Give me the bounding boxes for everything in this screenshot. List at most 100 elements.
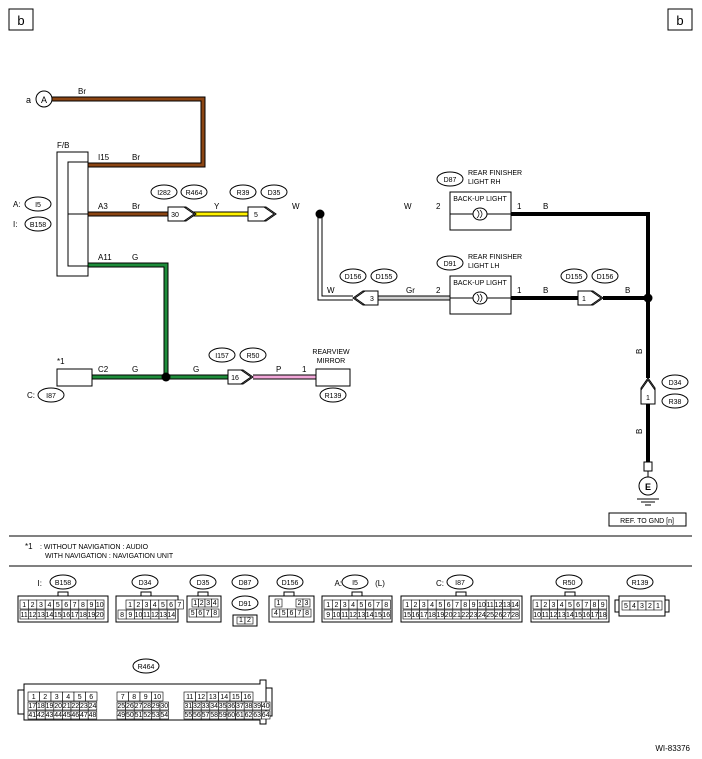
pin-cell <box>87 710 98 720</box>
pin-number: 4 <box>153 602 157 609</box>
label-w-bottom: W <box>327 286 335 295</box>
b158-oval <box>49 574 77 590</box>
svg-text:D155: D155 <box>566 274 583 281</box>
pin-number: 21 <box>63 703 71 710</box>
svg-text:D34: D34 <box>669 380 682 387</box>
label-y: Y <box>214 202 220 211</box>
pin-number: 16 <box>412 612 420 619</box>
svg-text:B158: B158 <box>30 222 46 229</box>
pin-number: 39 <box>253 703 261 710</box>
pin-number: 4 <box>560 602 564 609</box>
pin-cell <box>598 609 608 620</box>
pin-number: 36 <box>227 703 235 710</box>
i87-label: I87 <box>455 580 465 587</box>
pin-number: 5 <box>282 610 286 617</box>
svg-text:: WITHOUT NAVIGATION : AUDIO: : WITHOUT NAVIGATION : AUDIO <box>40 544 149 551</box>
pin-number: 9 <box>89 602 93 609</box>
label-gr: Gr <box>406 286 415 295</box>
pin-number: 12 <box>151 612 159 619</box>
pin-number: 23 <box>470 612 478 619</box>
pin-number: 60 <box>227 712 235 719</box>
pin-number: 14 <box>366 612 374 619</box>
pin-number: 13 <box>503 602 511 609</box>
pin-number: 11 <box>341 612 348 619</box>
pin-cell <box>274 598 283 608</box>
pin-cell <box>85 691 98 702</box>
pin-number: 35 <box>219 703 227 710</box>
wire-br-top-fill <box>52 97 205 167</box>
pin-number: 3 <box>343 602 347 609</box>
pin-number: 61 <box>236 712 244 719</box>
label-b-lh2: B <box>625 286 630 295</box>
pin-number: 56 <box>193 712 201 719</box>
pin-number: 7 <box>206 610 210 617</box>
label-br-top: Br <box>78 87 86 96</box>
svg-text:BACK-UP LIGHT: BACK-UP LIGHT <box>453 280 507 287</box>
d35-label: D35 <box>197 580 210 587</box>
pin-number: 4 <box>213 600 217 607</box>
pin-number: 22 <box>461 612 469 619</box>
pin-number: 3 <box>39 602 43 609</box>
pin-number: 26 <box>126 703 134 710</box>
pin-number: 3 <box>206 600 210 607</box>
pin-number: 5 <box>624 603 628 610</box>
pin-number: 42 <box>37 712 45 719</box>
pin-number: 5 <box>78 694 82 701</box>
pin-number: 11 <box>21 612 28 619</box>
pin-number: 7 <box>376 602 380 609</box>
connector-d35: R39 D35 5 <box>229 184 288 222</box>
pin-number: 13 <box>209 694 217 701</box>
pin-number: 21 <box>453 612 461 619</box>
pin-number: 8 <box>81 602 85 609</box>
page-letter-right: b <box>667 8 693 31</box>
d156-latch <box>283 591 295 597</box>
pin-number: 28 <box>511 612 519 619</box>
svg-text:5: 5 <box>254 212 258 219</box>
pin-number: 59 <box>219 712 227 719</box>
pin-number: 5 <box>161 602 165 609</box>
pin-number: 6 <box>447 602 451 609</box>
pin-number: 10 <box>96 602 104 609</box>
pin-number: 9 <box>601 602 605 609</box>
pin-number: 50 <box>126 712 134 719</box>
pin-number: 13 <box>558 612 566 619</box>
svg-text:I282: I282 <box>157 190 171 197</box>
input-terminal: a A <box>26 90 53 108</box>
pin-number: 3 <box>552 602 556 609</box>
label-b-vertical-bottom: B <box>635 429 644 434</box>
svg-text:2: 2 <box>436 202 441 211</box>
pin-number: 11 <box>542 612 549 619</box>
pin-number: 3 <box>640 603 644 610</box>
pin-number: 62 <box>245 712 253 719</box>
splice-dot-b <box>643 293 653 303</box>
i5-label: I5 <box>352 580 358 587</box>
pin-number: 51 <box>135 712 143 719</box>
pin-number: 3 <box>145 602 149 609</box>
svg-text:D156: D156 <box>597 274 614 281</box>
pin-cell <box>211 598 219 608</box>
pin-number: 10 <box>153 694 161 701</box>
pin-number: 4 <box>274 610 278 617</box>
pin-number: 2 <box>334 602 338 609</box>
pin-number: 4 <box>66 694 70 701</box>
i87-latch <box>455 591 467 597</box>
label-br-a3: Br <box>132 202 140 211</box>
pin-number: 10 <box>533 612 541 619</box>
svg-text:1: 1 <box>517 286 522 295</box>
label-w-top: W <box>292 202 300 211</box>
pin-number: 15 <box>574 612 582 619</box>
pin-number: 6 <box>89 694 93 701</box>
pin-number: 20 <box>445 612 453 619</box>
pin-number: 47 <box>80 712 88 719</box>
pin-cell <box>241 691 254 702</box>
